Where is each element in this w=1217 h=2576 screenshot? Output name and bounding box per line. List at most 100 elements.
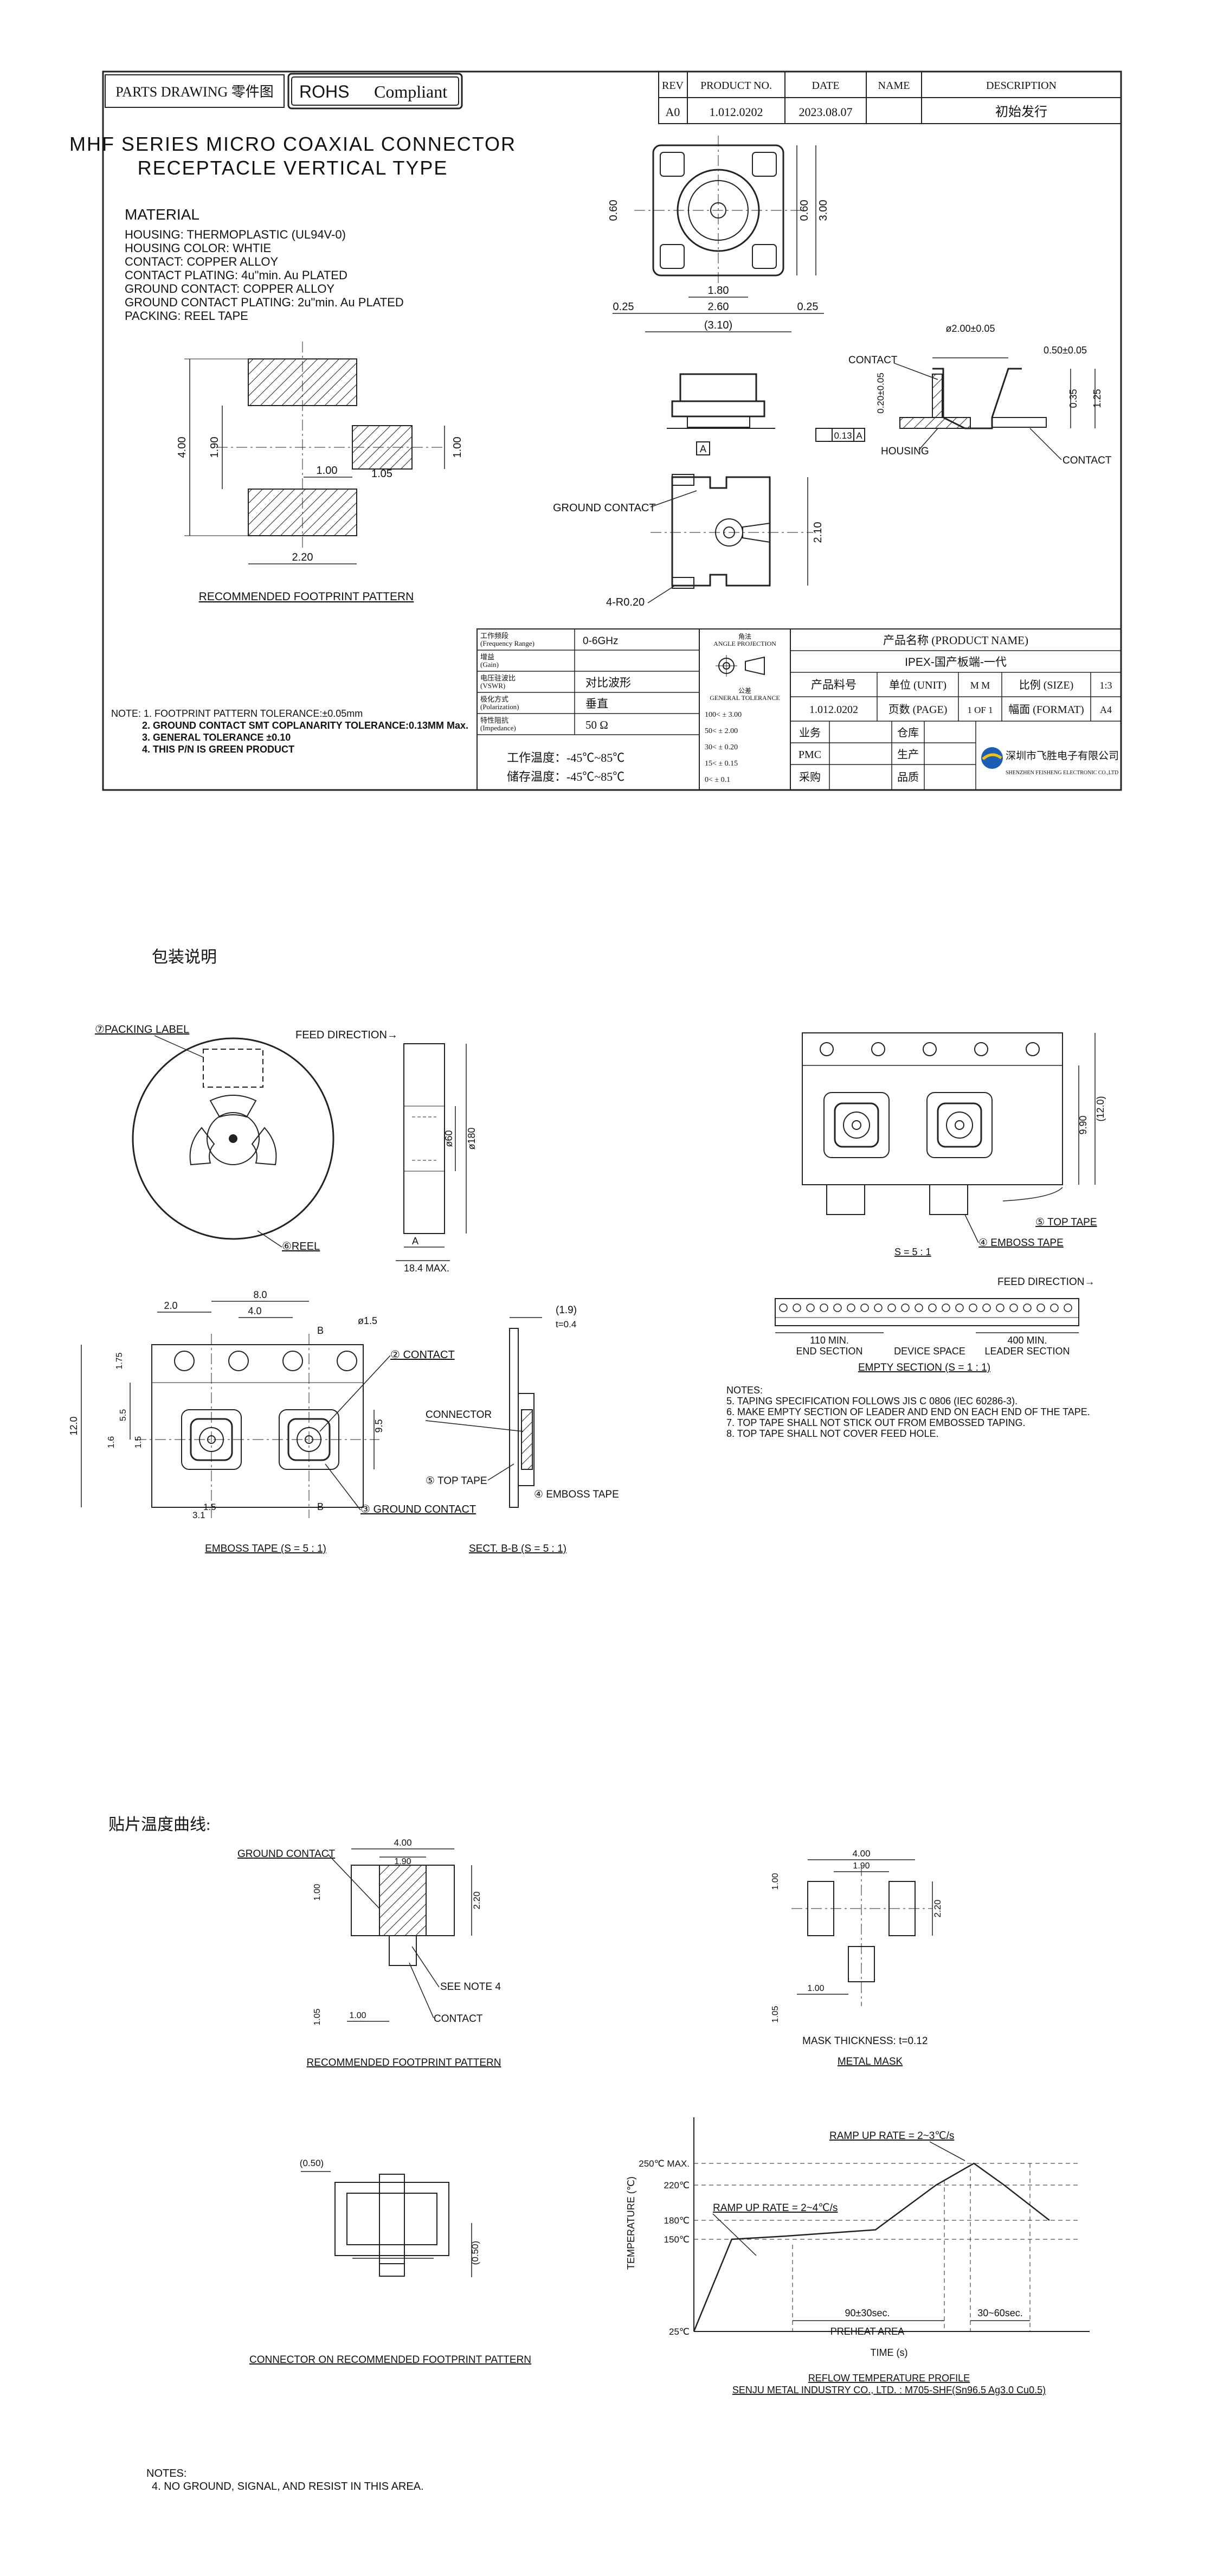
dim-label: 0.20±0.05 bbox=[875, 372, 886, 414]
dim-label: (1.9) bbox=[556, 1305, 577, 1316]
company-name: 深圳市飞胜电子有限公司 bbox=[1006, 750, 1119, 762]
ground-contact-label: ③ GROUND CONTACT bbox=[360, 1504, 476, 1515]
connector-caption: CONNECTOR ON RECOMMENDED FOOTPRINT PATTE… bbox=[249, 2354, 531, 2366]
dim-label: 8.0 bbox=[253, 1289, 267, 1300]
see-note-label: SEE NOTE 4 bbox=[440, 1981, 501, 1993]
top-tape-label-2: ⑤ TOP TAPE bbox=[426, 1475, 487, 1487]
dim-label: 2.60 bbox=[708, 301, 729, 313]
title-line-1: MHF SERIES MICRO COAXIAL CONNECTOR bbox=[69, 133, 516, 155]
y-tick-label: 250℃ MAX. bbox=[639, 2159, 690, 2169]
chart-annotation: 90±30sec. bbox=[845, 2308, 890, 2318]
dim-label: ø1.5 bbox=[358, 1315, 377, 1326]
format-label: 幅面 (FORMAT) bbox=[1008, 703, 1084, 716]
sign-label: 品质 bbox=[897, 771, 919, 783]
product-name-label: 产品名称 (PRODUCT NAME) bbox=[883, 634, 1028, 647]
y-tick-label: 25℃ bbox=[669, 2327, 690, 2337]
connector-label: CONNECTOR bbox=[426, 1409, 492, 1421]
dim-label: 1.05 bbox=[371, 468, 392, 480]
packaging-heading: 包装说明 bbox=[152, 948, 217, 966]
sign-label: PMC bbox=[799, 749, 821, 761]
metal-mask: 4.00 1.90 1.00 2.20 1.00 1.05 MASK THICK… bbox=[771, 1848, 943, 2067]
dim-label: 1.6 bbox=[107, 1436, 116, 1448]
page-label: 页数 (PAGE) bbox=[888, 703, 948, 716]
section-view: ø2.00±0.05 0.50±0.05 0.20±0.05 0.35 1.25… bbox=[848, 323, 1112, 466]
ground-contact-label: GROUND CONTACT bbox=[553, 502, 656, 514]
emboss-caption: EMBOSS TAPE (S = 5 : 1) bbox=[205, 1543, 326, 1554]
dim-label: 1.05 bbox=[313, 2008, 322, 2025]
dim-label: 0.50±0.05 bbox=[1044, 345, 1087, 356]
chart-annotation: RAMP UP RATE = 2~4℃/s bbox=[713, 2202, 838, 2214]
dim-label: 1.90 bbox=[394, 1857, 411, 1866]
dim-label: 4.0 bbox=[248, 1306, 261, 1316]
material-line: CONTACT: COPPER ALLOY bbox=[125, 255, 279, 268]
end-min-label: 110 MIN. bbox=[810, 1335, 849, 1346]
dim-label: 4.00 bbox=[394, 1838, 411, 1848]
dim-label: 1.75 bbox=[115, 1352, 124, 1369]
dim-label: ø2.00±0.05 bbox=[946, 323, 995, 334]
dim-label: 9.90 bbox=[1078, 1115, 1089, 1134]
dim-label: 1.00 bbox=[317, 465, 338, 477]
chart-annotation: RAMP UP RATE = 2~3℃/s bbox=[829, 2130, 954, 2142]
company-logo-icon bbox=[981, 747, 1003, 769]
storage-temp: 储存温度：-45℃~85℃ bbox=[507, 770, 624, 783]
feed-direction-2: FEED DIRECTION→ bbox=[997, 1276, 1094, 1288]
unit-value: M M bbox=[970, 680, 990, 691]
empty-section-caption: EMPTY SECTION (S = 1 : 1) bbox=[858, 1362, 990, 1373]
spec-value: 50 Ω bbox=[585, 718, 608, 731]
revision-table: REV PRODUCT NO. DATE NAME DESCRIPTION A0… bbox=[658, 71, 1122, 124]
dim-label: 2.20 bbox=[292, 551, 313, 563]
dim-label: 4.00 bbox=[176, 437, 188, 458]
material-line: HOUSING COLOR: WHTIE bbox=[125, 241, 271, 255]
note-line: NOTES: bbox=[726, 1385, 763, 1396]
scale-value: 1:3 bbox=[1099, 680, 1112, 691]
dim-label: t=0.4 bbox=[556, 1319, 576, 1329]
section-mark: B bbox=[317, 1325, 324, 1336]
feed-direction: FEED DIRECTION→ bbox=[295, 1029, 398, 1041]
note-line: 4. NO GROUND, SIGNAL, AND RESIST IN THIS… bbox=[152, 2481, 424, 2493]
dim-label: (0.50) bbox=[300, 2158, 324, 2168]
dim-label: (3.10) bbox=[704, 319, 732, 331]
housing-label: HOUSING bbox=[881, 446, 929, 457]
note-line: NOTE: 1. FOOTPRINT PATTERN TOLERANCE:±0.… bbox=[111, 708, 363, 719]
dim-label: (0.50) bbox=[470, 2241, 480, 2265]
note-line: 8. TOP TAPE SHALL NOT COVER FEED HOLE. bbox=[726, 1428, 938, 1439]
tolerance-row: 0< ± 0.1 bbox=[705, 776, 730, 784]
tolerance-row: 100< ± 3.00 bbox=[705, 711, 742, 719]
material-line: GROUND CONTACT: COPPER ALLOY bbox=[125, 282, 334, 295]
dim-label: 2.0 bbox=[164, 1300, 177, 1311]
product-no-value: 1.012.0202 bbox=[710, 105, 763, 119]
emboss-tape-label-2: ④ EMBOSS TAPE bbox=[534, 1489, 619, 1500]
dim-label: 9.5 bbox=[374, 1419, 384, 1432]
spec-label: 电压驻波比(VSWR) bbox=[480, 674, 516, 690]
material-heading: MATERIAL bbox=[125, 206, 199, 223]
dim-label: 18.4 MAX. bbox=[404, 1263, 449, 1274]
packaging-section: 包装说明 ⑦PACKING LABEL FEED DIRECTION→ ⑥REE… bbox=[68, 948, 1106, 1554]
packaging-notes: NOTES: 5. TAPING SPECIFICATION FOLLOWS J… bbox=[726, 1385, 1090, 1439]
tolerance-row: 30< ± 0.20 bbox=[705, 743, 738, 751]
reflow-section: 贴片温度曲线: 4.00 1.90 1.00 2.20 1.00 1.05 GR… bbox=[108, 1816, 1090, 2493]
description-header: DESCRIPTION bbox=[986, 80, 1057, 92]
footprint-drawing-top: 4.00 1.90 1.00 1.05 1.00 2.20 RECOMMENDE… bbox=[176, 342, 463, 603]
strip-holes bbox=[779, 1303, 1072, 1312]
dim-label: 0.60 bbox=[608, 200, 620, 221]
dim-label: 12.0 bbox=[68, 1416, 79, 1435]
end-section-label: END SECTION bbox=[796, 1346, 862, 1357]
rev-value: A0 bbox=[666, 105, 680, 119]
footprint-caption: RECOMMENDED FOOTPRINT PATTERN bbox=[199, 590, 414, 603]
chart-xlabel: TIME (s) bbox=[871, 2347, 908, 2358]
emboss-tape-drawing: 8.0 2.0 4.0 1.75 ø1.5 12.0 5.5 1.6 1.5 9… bbox=[68, 1289, 476, 1554]
reflow-curve bbox=[693, 2162, 1050, 2332]
reflow-notes: NOTES: 4. NO GROUND, SIGNAL, AND RESIST … bbox=[146, 2468, 424, 2493]
scale-label: 比例 (SIZE) bbox=[1019, 679, 1074, 691]
material-line: HOUSING: THERMOPLASTIC (UL94V-0) bbox=[125, 228, 346, 241]
contact-label: CONTACT bbox=[848, 355, 898, 366]
dim-label: A bbox=[412, 1236, 418, 1247]
sign-label: 采购 bbox=[799, 771, 821, 783]
date-header: DATE bbox=[812, 80, 839, 92]
part-no-label: 产品料号 bbox=[811, 678, 857, 691]
leader-section-label: LEADER SECTION bbox=[984, 1346, 1070, 1357]
chart-ylabel: TEMPERATURE (℃) bbox=[626, 2176, 636, 2270]
rev-header: REV bbox=[662, 80, 684, 92]
